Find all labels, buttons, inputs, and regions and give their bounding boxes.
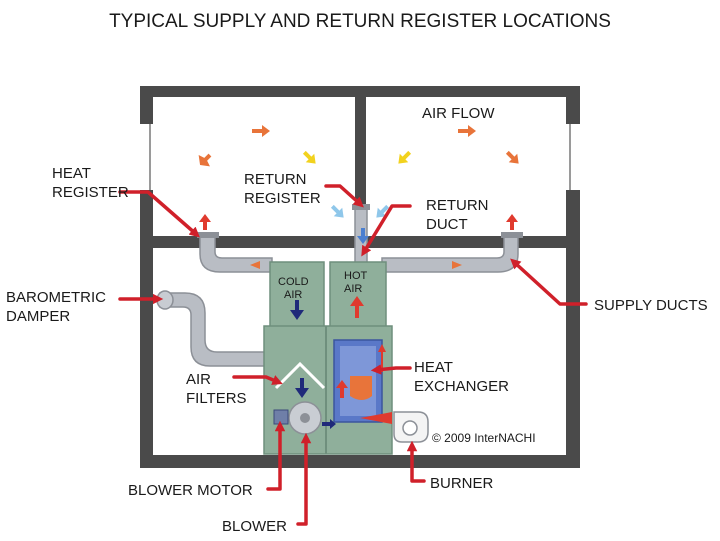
heat-register-label: HEAT REGISTER: [52, 165, 129, 201]
flow-arrows: [198, 125, 519, 429]
barometric-damper-label: BAROMETRIC DAMPER: [6, 289, 110, 325]
diagram-title: TYPICAL SUPPLY AND RETURN REGISTER LOCAT…: [109, 11, 611, 32]
heat-register-left: [197, 232, 219, 238]
supply-ducts-label: SUPPLY DUCTS: [594, 297, 708, 314]
house-structure: [140, 86, 580, 468]
air-filters-label: AIR FILTERS: [186, 371, 247, 407]
heat-exchanger-label: HEAT EXCHANGER: [414, 359, 509, 395]
hot-air-label: HOT AIR: [344, 270, 370, 295]
blower-motor-body: [273, 409, 289, 425]
cold-air-label: COLD AIR: [278, 276, 312, 301]
blower-label: BLOWER: [222, 518, 287, 535]
leader-lines: [118, 184, 588, 526]
copyright-label: © 2009 InterNACHI: [432, 431, 536, 445]
return-register-label: RETURN REGISTER: [244, 171, 321, 207]
heat-register-right: [501, 232, 523, 238]
air-flow-label: AIR FLOW: [422, 105, 495, 122]
burner-label: BURNER: [430, 475, 494, 492]
return-duct-label: RETURN DUCT: [426, 197, 493, 233]
blower-motor-label: BLOWER MOTOR: [128, 482, 253, 499]
